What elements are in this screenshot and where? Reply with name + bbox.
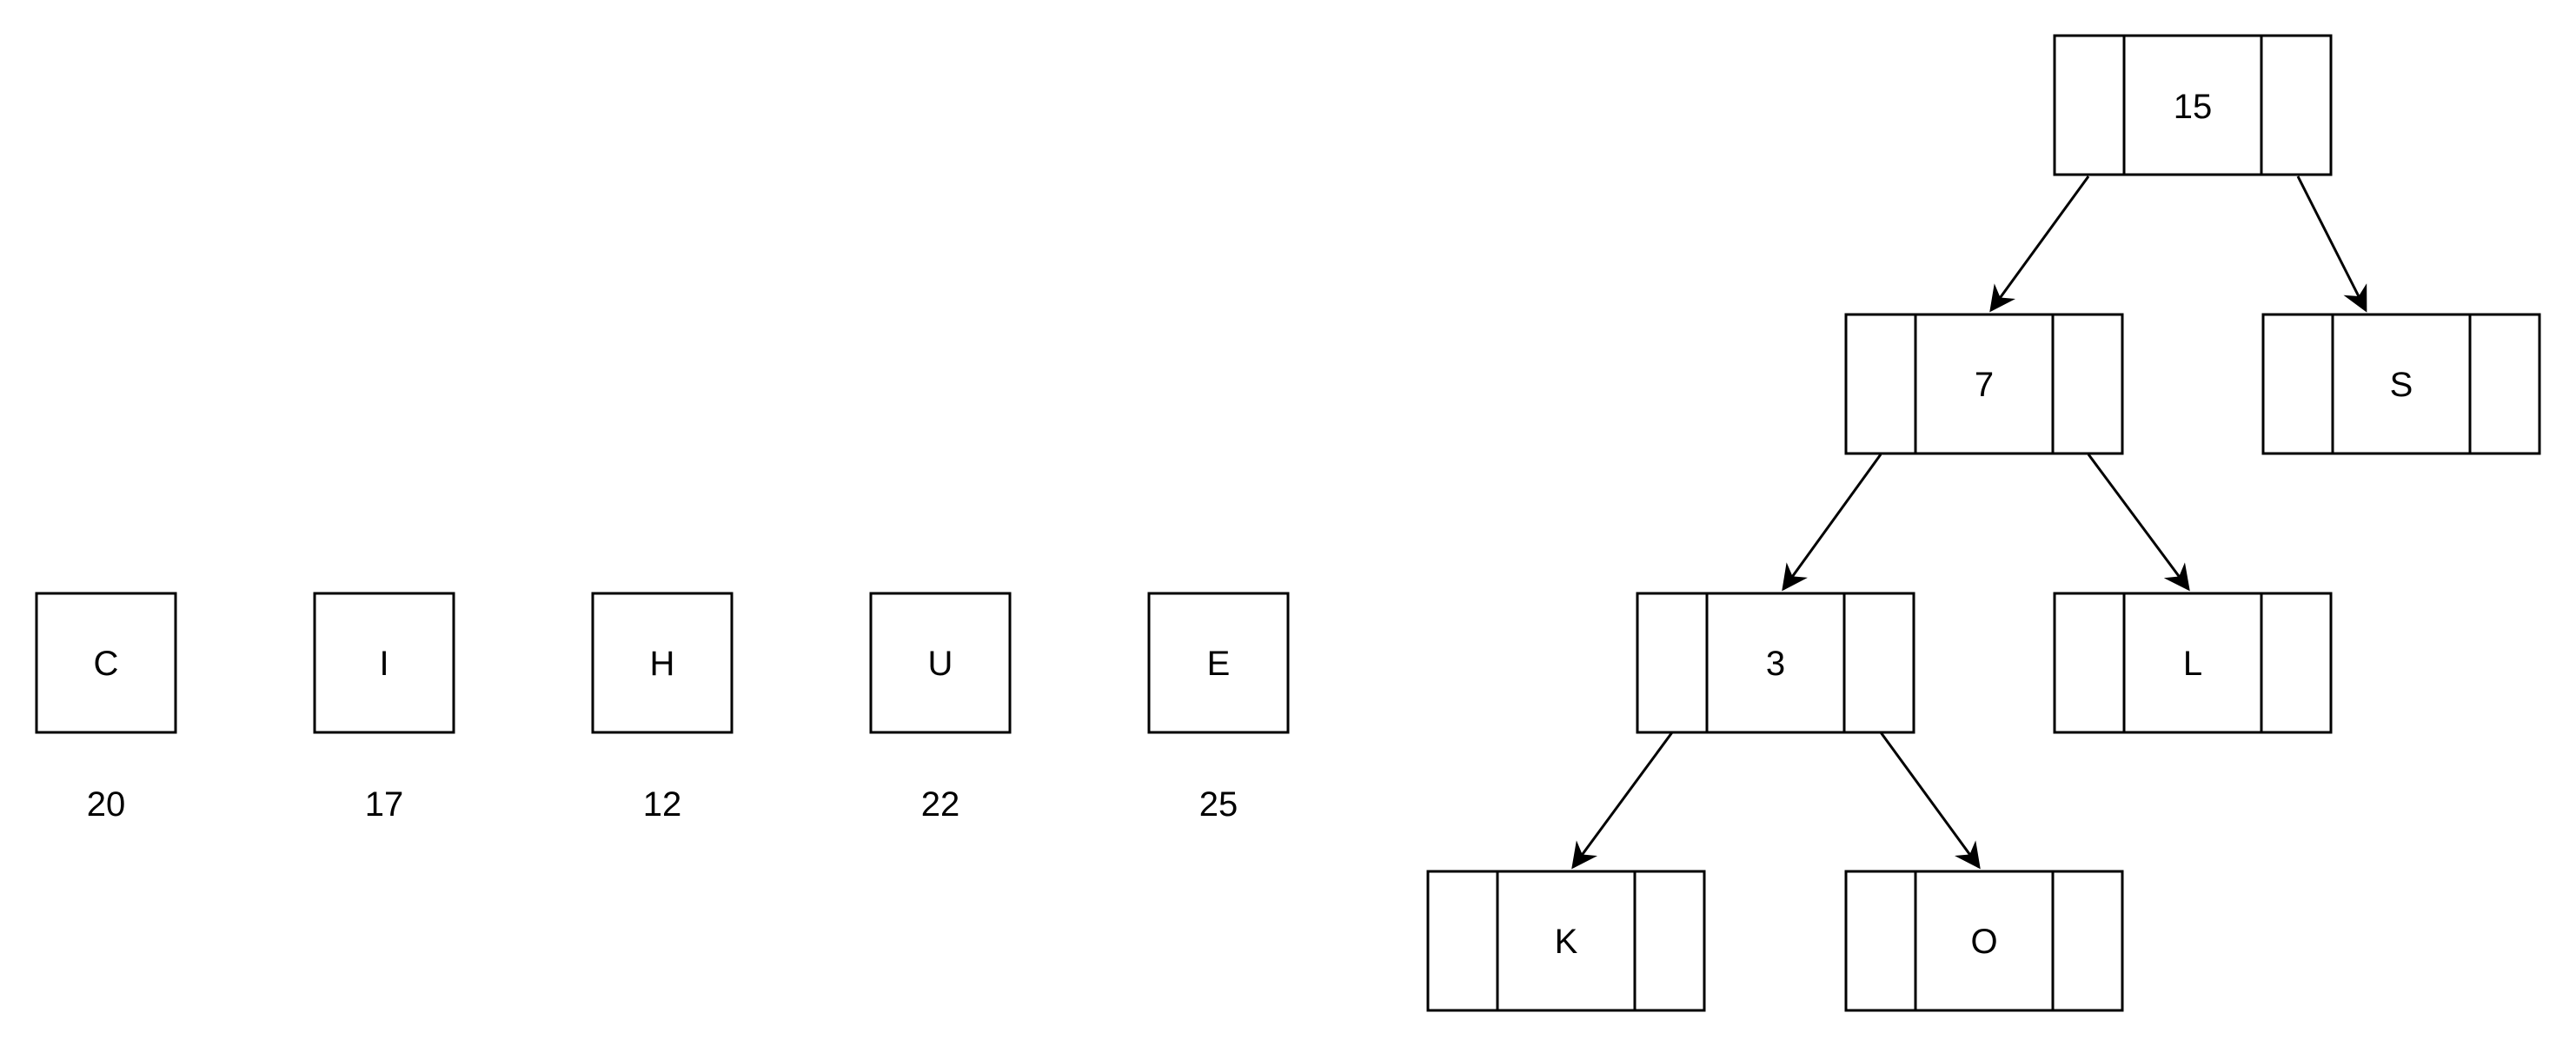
node-label: K: [1555, 923, 1578, 961]
tree-node: 3: [1636, 592, 1915, 734]
queue-item-e: E 25: [1147, 592, 1290, 824]
tree-node: L: [2053, 592, 2333, 734]
tree-node: 15: [2053, 34, 2333, 176]
queue-item-u: U 22: [869, 592, 1012, 824]
tree-edge: [1989, 175, 2090, 313]
queue-box: [869, 592, 1012, 734]
tree-nodes: 15 7 S 3 L K: [1426, 34, 2541, 1012]
tree-edge: [1571, 732, 1674, 870]
node-label: L: [2183, 645, 2202, 683]
node-label: O: [1970, 923, 1997, 961]
queue-letter: H: [650, 645, 675, 683]
tree-edge: [1879, 732, 1981, 870]
queue-value: 20: [87, 785, 126, 824]
tree-edges: [1571, 175, 2367, 870]
queue-value: 25: [1199, 785, 1238, 824]
queue-value: 17: [365, 785, 404, 824]
queue-letter: U: [928, 645, 953, 683]
tree-edge: [2296, 175, 2367, 313]
node-label: 7: [1975, 366, 1994, 404]
tree-edge: [1782, 453, 1882, 592]
tree-node: K: [1426, 870, 1706, 1012]
queue-value: 22: [921, 785, 960, 824]
node-label: S: [2390, 366, 2413, 404]
node-box: [2053, 592, 2333, 734]
node-box: [1426, 870, 1706, 1012]
queue-letter: E: [1207, 645, 1231, 683]
node-label: 15: [2174, 88, 2213, 126]
node-box: [1844, 870, 2124, 1012]
queue-item-i: I 17: [313, 592, 455, 824]
node-box: [2261, 313, 2541, 455]
queue-box: [591, 592, 734, 734]
tree-node: 7: [1844, 313, 2124, 455]
queue-box: [1147, 592, 1290, 734]
queue-letter: I: [379, 645, 388, 683]
node-box: [2053, 34, 2333, 176]
tree-node: O: [1844, 870, 2124, 1012]
queue-item-h: H 12: [591, 592, 734, 824]
tree-edge: [2087, 453, 2190, 592]
queue-box: [35, 592, 177, 734]
queue-letter: C: [94, 645, 119, 683]
queue: C 20 I 17 H 12 U 22 E 25: [35, 592, 1290, 824]
node-box: [1636, 592, 1915, 734]
queue-item-c: C 20: [35, 592, 177, 824]
node-box: [1844, 313, 2124, 455]
queue-value: 12: [643, 785, 682, 824]
queue-box: [313, 592, 455, 734]
node-label: 3: [1766, 645, 1785, 683]
tree-node: S: [2261, 313, 2541, 455]
